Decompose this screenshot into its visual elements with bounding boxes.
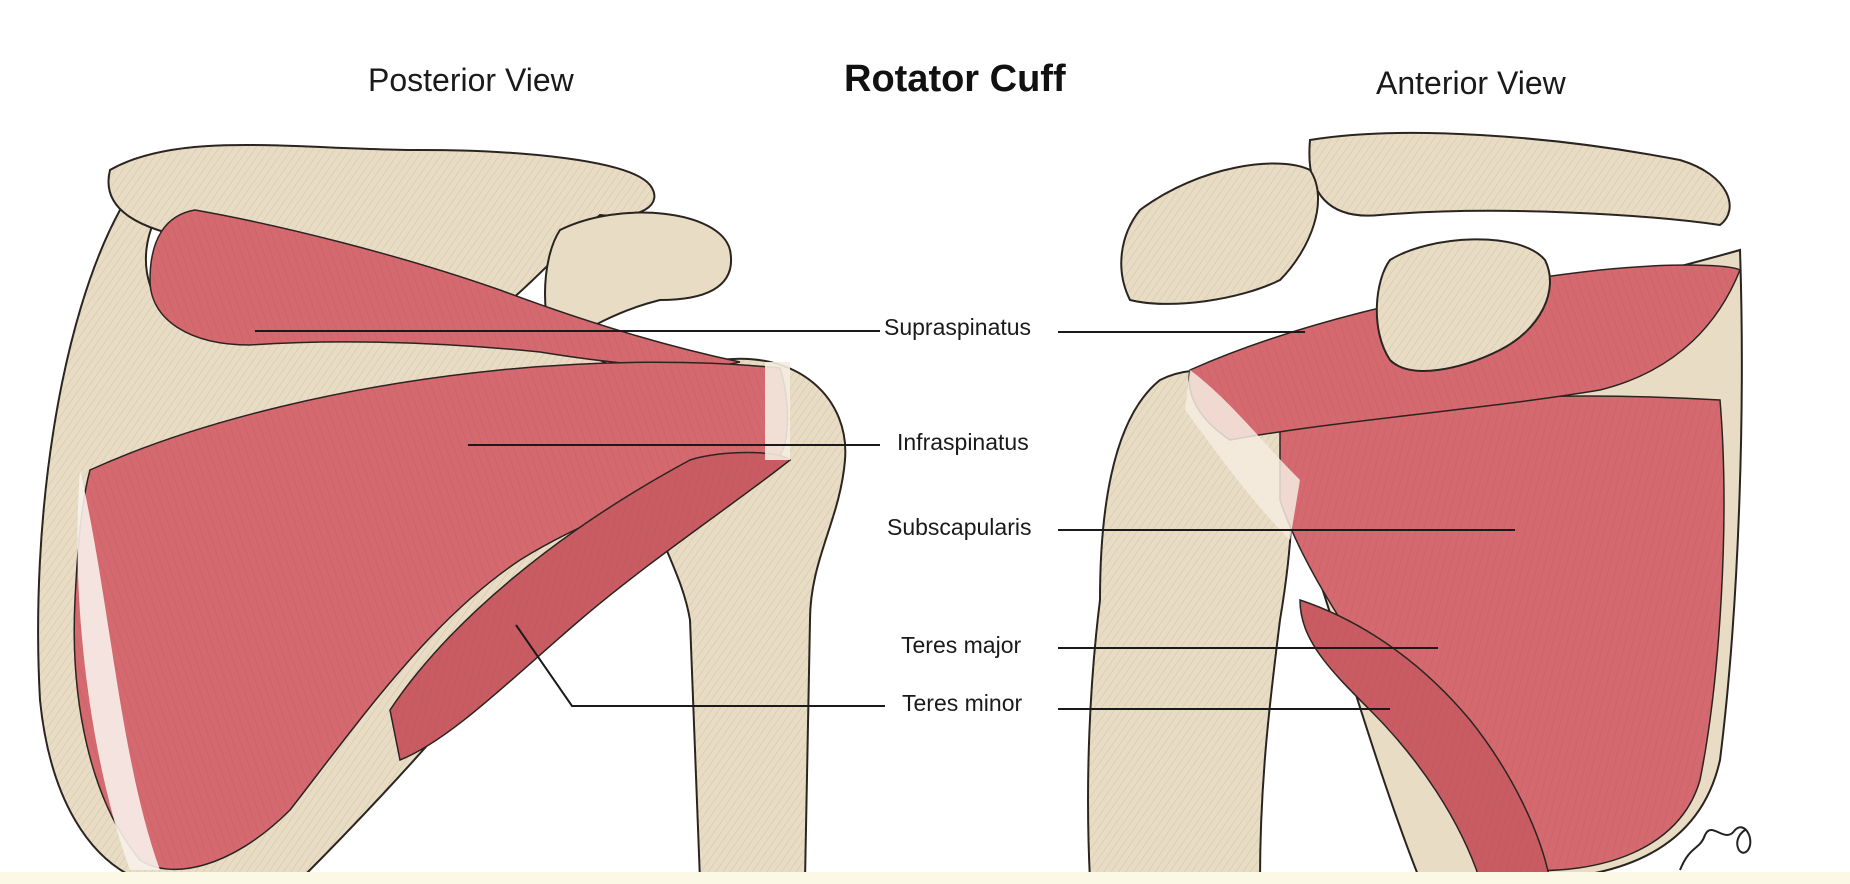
posterior-supraspinatus-fibers	[150, 210, 740, 367]
posterior-teres-minor-fibers	[390, 452, 790, 760]
anterior-coracoid-shading	[1376, 239, 1550, 371]
page-title: Rotator Cuff	[844, 58, 1066, 100]
posterior-tendon-insertion	[765, 362, 790, 460]
anterior-acromion-shading	[1121, 163, 1319, 304]
posterior-medial-border	[77, 470, 160, 870]
label-supraspinatus: Supraspinatus	[880, 316, 1036, 339]
anterior-clavicle-shading	[1309, 132, 1730, 225]
anterior-teres-major-fibers	[1300, 600, 1550, 880]
posterior-view-title: Posterior View	[368, 62, 574, 98]
label-teres-major: Teres major	[897, 634, 1026, 657]
anterior-subscapularis-fibers	[1280, 396, 1724, 871]
anterior-view-title: Anterior View	[1376, 65, 1566, 101]
anterior-view-drawing	[1087, 131, 1743, 881]
label-subscapularis: Subscapularis	[883, 516, 1036, 539]
leader-teres-minor-left	[515, 624, 885, 707]
label-teres-minor: Teres minor	[898, 692, 1027, 715]
posterior-clavicle-shading	[108, 145, 655, 330]
artist-signature	[1679, 826, 1752, 871]
posterior-infraspinatus-fibers	[74, 362, 788, 870]
label-infraspinatus: Infraspinatus	[893, 431, 1033, 454]
leader-lines	[255, 330, 1515, 710]
posterior-view-drawing	[37, 144, 847, 881]
anterior-humerus-shading	[1088, 370, 1292, 880]
anterior-tendon-insertion	[1185, 370, 1300, 540]
bottom-strip	[0, 872, 1850, 884]
